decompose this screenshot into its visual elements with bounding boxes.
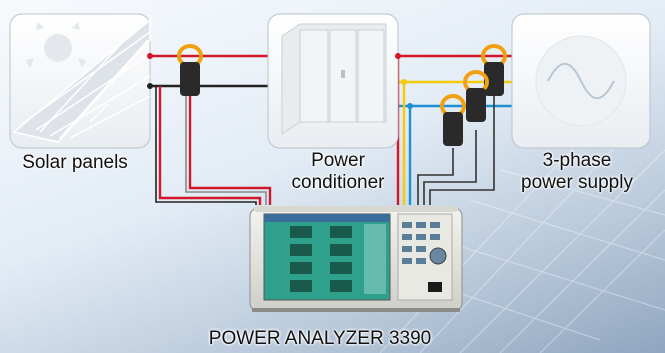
current-clamp-icon xyxy=(440,94,466,146)
clamp-lead-dc-pos xyxy=(188,95,272,205)
solar-panel-icon xyxy=(12,18,151,143)
solar-panels-label: Solar panels xyxy=(0,152,150,174)
current-clamp-icon xyxy=(463,70,489,122)
power-supply-box xyxy=(511,13,651,149)
sun-icon xyxy=(26,22,86,68)
ac-clamp-lead-3 xyxy=(429,96,495,205)
ac-clamp-lead-2 xyxy=(423,130,477,205)
solar-panels-box xyxy=(9,13,151,149)
background-panels xyxy=(379,119,665,353)
inverter-cabinet-icon xyxy=(281,23,387,135)
power-conditioner-label-line2: conditioner xyxy=(291,172,385,193)
sine-wave-icon xyxy=(547,62,615,100)
power-supply-label-line1: 3-phase xyxy=(542,150,612,171)
clamp-lead-dc-neg xyxy=(158,86,262,205)
power-supply-label: 3-phase power supply xyxy=(502,150,652,194)
power-supply-label-line2: power supply xyxy=(521,172,633,193)
current-clamp-icon xyxy=(481,44,507,96)
clamp-lead-dc-neg-2 xyxy=(155,86,257,205)
power-analyzer-device xyxy=(249,206,463,312)
current-clamp-icon xyxy=(177,44,203,96)
power-conditioner-label-line1: Power xyxy=(311,150,365,171)
connection-points xyxy=(147,53,413,109)
power-analyzer-label: POWER ANALYZER 3390 xyxy=(208,328,432,349)
power-conditioner-box xyxy=(267,13,399,149)
power-conditioner-label: Power conditioner xyxy=(268,150,408,194)
solar-panels-label-text: Solar panels xyxy=(22,152,128,173)
clamp-lead-dc-pos-2 xyxy=(185,95,267,205)
ac-clamp-lead-1 xyxy=(417,148,454,205)
